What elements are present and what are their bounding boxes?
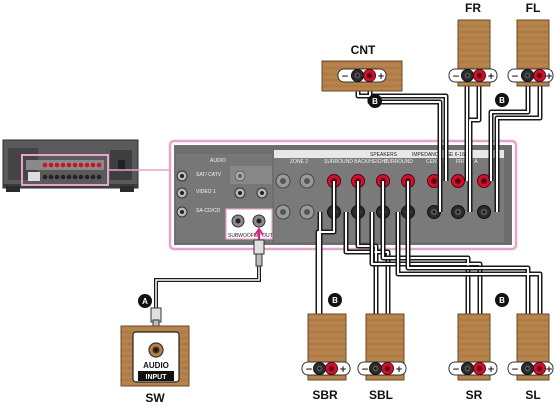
speaker-cnt: CNT − + [321,43,403,92]
fr-cable-inner [466,82,480,212]
speaker-sbl: − + SBL [357,313,407,402]
speaker-sbr: − + SBR [301,313,351,402]
audio-input-jacks [176,166,272,218]
audio-section-label: AUDIO [210,158,226,164]
speaker-sw-label: SW [145,391,165,405]
speakers-section-label: SPEAKERS [370,152,398,158]
receiver-panel-enlarged: AUDIO SAT/ CATV VIDEO 1 SA-CD/CD SUBWOOF… [168,139,518,251]
receiver-rear-view [2,139,172,192]
speaker-fr: FR − + [448,1,498,87]
cable-badge-b-surround-back: B [328,293,342,307]
cable-badge-b-surround: B [495,293,509,307]
svg-text:+: + [377,72,385,82]
sa-cd-cd-label: SA-CD/CD [196,208,221,214]
surround-label: SURROUND [384,159,413,165]
svg-text:+: + [545,72,553,82]
speaker-sl-label: SL [525,388,540,402]
svg-text:−: − [452,72,460,82]
speaker-fr-label: FR [465,1,481,15]
fl-cable-inner [490,82,541,212]
speaker-sl: − + SL [507,313,554,402]
svg-text:+: + [487,72,495,82]
speaker-sbl-label: SBL [369,388,393,402]
speaker-sw: AUDIO INPUT SW [120,325,190,405]
svg-text:−: − [511,72,519,82]
cable-badge-a: A [138,294,152,308]
svg-text:−: − [341,72,349,82]
svg-text:+: + [395,365,403,375]
svg-text:−: − [361,365,369,375]
sw-audio-label: AUDIO [143,361,169,370]
speaker-sr-label: SR [466,388,483,402]
svg-text:B: B [332,296,338,305]
subwoofer-cable [150,239,265,329]
svg-text:−: − [511,365,519,375]
speaker-sbr-label: SBR [312,388,338,402]
center-label: CENTER [426,159,447,165]
zone2-terminals [275,173,315,220]
cable-badge-b-cnt: B [368,94,382,108]
subwoofer-out-jack-area: SUBWOOFER OUT [225,208,273,240]
surround-back-height-label: SURROUND BACK/HEIGHT [324,159,388,165]
svg-text:−: − [305,365,313,375]
subwoofer-out-label: SUBWOOFER OUT [228,233,273,239]
cable-badge-b-front: B [495,93,509,107]
svg-text:+: + [487,365,495,375]
sat-catv-label: SAT/ CATV [196,172,222,178]
svg-text:A: A [142,297,148,306]
speaker-cnt-label: CNT [351,43,376,57]
speaker-fl: FL − + [507,1,554,87]
svg-text:B: B [372,97,378,106]
zone2-label: ZONE 2 [290,159,308,165]
sw-input-label: INPUT [146,374,168,381]
svg-text:+: + [545,365,553,375]
speaker-sr: − + SR [448,313,498,402]
receiver-highlight-box [21,154,109,186]
sbl-cable-inner [345,181,389,368]
video1-label: VIDEO 1 [196,189,216,195]
svg-text:+: + [339,365,347,375]
svg-text:B: B [499,96,505,105]
speaker-fl-label: FL [526,1,541,15]
svg-text:B: B [499,296,505,305]
svg-text:−: − [452,365,460,375]
